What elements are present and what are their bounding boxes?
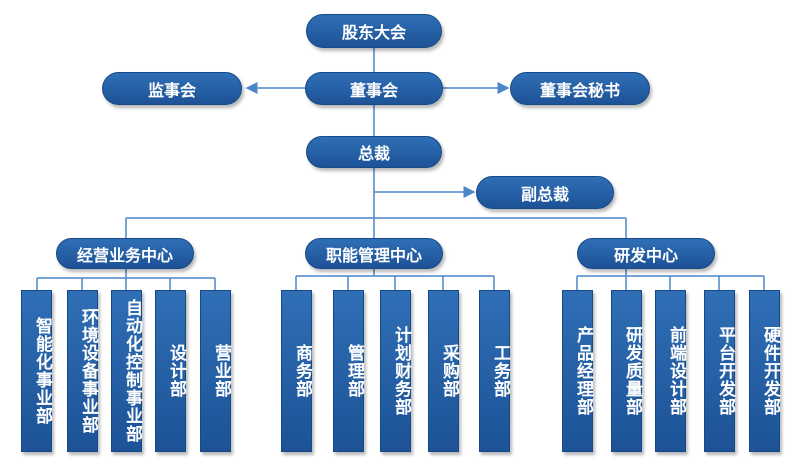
vice-president-label: 副总裁 (520, 184, 569, 204)
department-box: 商务部 (281, 290, 312, 452)
department-label: 硬件开发部 (760, 326, 780, 416)
department-label: 智能化事业部 (32, 317, 52, 425)
board-of-directors-label: 董事会 (349, 80, 398, 100)
center-functional-label: 职能管理中心 (325, 245, 422, 265)
department-box: 前端设计部 (655, 290, 686, 452)
department-label: 前端设计部 (666, 326, 686, 416)
board-secretary-node: 董事会秘书 (510, 72, 650, 105)
department-box: 管理部 (333, 290, 364, 452)
department-box: 计划财务部 (380, 290, 411, 452)
department-box: 产品经理部 (562, 290, 593, 452)
department-box: 硬件开发部 (749, 290, 780, 452)
department-label: 自动化控制事业部 (122, 299, 142, 443)
supervisory-board-node: 监事会 (102, 72, 242, 105)
department-label: 平台开发部 (715, 326, 735, 416)
department-box: 智能化事业部 (21, 290, 52, 452)
department-box: 研发质量部 (611, 290, 642, 452)
department-box: 工务部 (479, 290, 510, 452)
president-node: 总裁 (306, 136, 442, 168)
department-box: 采购部 (428, 290, 459, 452)
board-secretary-label: 董事会秘书 (539, 80, 620, 100)
department-label: 环境设备事业部 (78, 308, 98, 434)
president-label: 总裁 (357, 144, 390, 163)
department-label: 工务部 (490, 344, 510, 398)
department-label: 营业部 (211, 344, 231, 398)
department-label: 计划财务部 (391, 326, 411, 416)
department-box: 设计部 (155, 290, 186, 452)
center-functional: 职能管理中心 (305, 238, 443, 269)
department-box: 平台开发部 (704, 290, 735, 452)
department-box: 自动化控制事业部 (111, 290, 142, 452)
center-business-label: 经营业务中心 (76, 245, 173, 265)
department-box: 营业部 (200, 290, 231, 452)
supervisory-board-label: 监事会 (147, 80, 196, 100)
shareholders-meeting-node: 股东大会 (306, 14, 442, 48)
department-label: 商务部 (292, 344, 312, 398)
shareholders-meeting-label: 股东大会 (341, 23, 406, 42)
department-label: 管理部 (344, 344, 364, 398)
center-business: 经营业务中心 (56, 238, 194, 269)
vice-president-node: 副总裁 (476, 176, 614, 209)
board-of-directors-node: 董事会 (305, 72, 443, 105)
department-label: 研发质量部 (622, 326, 642, 416)
center-rnd: 研发中心 (577, 238, 715, 269)
center-rnd-label: 研发中心 (613, 245, 678, 265)
department-box: 环境设备事业部 (67, 290, 98, 452)
department-label: 采购部 (439, 344, 459, 398)
department-label: 设计部 (166, 344, 186, 398)
department-label: 产品经理部 (573, 326, 593, 416)
